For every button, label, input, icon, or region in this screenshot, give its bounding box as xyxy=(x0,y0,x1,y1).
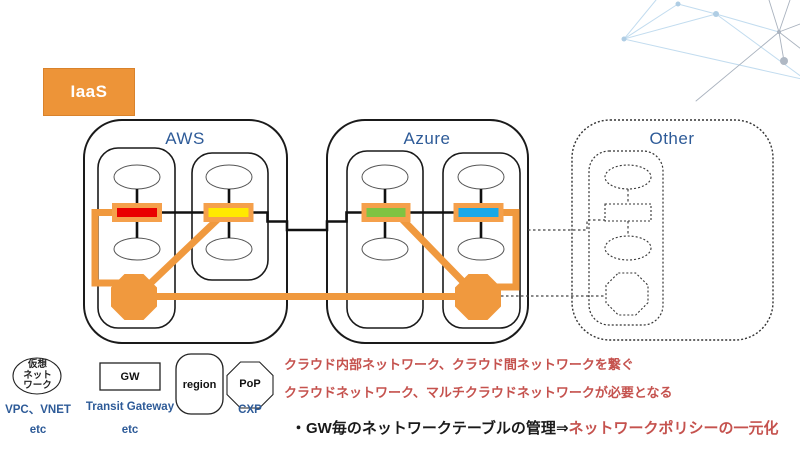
legend-vpc-etc-caption: etc xyxy=(29,424,47,436)
legend-pop-octagon xyxy=(226,361,274,409)
network-constellation-decoration xyxy=(621,0,800,102)
bullet-red-text: ネットワークポリシーの一元化 xyxy=(568,420,779,437)
aws-azure-link xyxy=(253,211,362,232)
aws-pop-octagon xyxy=(111,274,157,320)
legend-transit-caption: Transit Gateway xyxy=(85,401,175,413)
aws-label: AWS xyxy=(165,129,205,148)
legend-cxp-caption: CXP xyxy=(238,404,262,416)
legend-gw-rect xyxy=(99,362,161,391)
bullet-black-text: ・GW毎のネットワークテーブルの管理 xyxy=(291,420,556,437)
gateway-boxes xyxy=(112,203,504,222)
legend-region-rect xyxy=(175,353,224,415)
legend-gw-label: GW xyxy=(120,371,140,383)
iaas-title-box: IaaS xyxy=(43,68,135,116)
legend-virtual-network-label: 仮想 ネット ワーク xyxy=(23,359,52,391)
azure-label: Azure xyxy=(403,129,451,148)
aws-gw1-red xyxy=(112,203,162,222)
azure-pop-octagon xyxy=(455,274,501,320)
annotation-red-line-2: クラウドネットワーク、マルチクラウドネットワークが必要となる xyxy=(284,385,673,400)
dashed-links-to-other xyxy=(501,189,629,297)
legend-virtual-network-ellipse xyxy=(12,357,62,395)
constellation-nodes xyxy=(621,1,788,65)
aws-gw2-yellow xyxy=(203,203,254,222)
legend-transit-etc-caption: etc xyxy=(121,424,139,436)
arrow-right-double-icon: ⇒ xyxy=(555,420,569,437)
azure-gw2-to-pop-link xyxy=(486,209,520,291)
iaas-title-label: IaaS xyxy=(70,82,108,101)
aws-gw1-to-pop-link xyxy=(91,209,125,287)
legend-shapes xyxy=(12,353,274,415)
azure-gw2-blue xyxy=(453,203,504,222)
annotation-bullet-line: ・GW毎のネットワークテーブルの管理⇒ネットワークポリシーの一元化 xyxy=(291,419,779,439)
legend-region-label: region xyxy=(182,379,217,391)
orange-overlay-links xyxy=(91,209,520,300)
legend-pop-label: PoP xyxy=(239,378,261,390)
annotation-red-line-1: クラウド内部ネットワーク、クラウド間ネットワークを繋ぐ xyxy=(284,357,634,372)
other-pop-octagon xyxy=(605,272,649,316)
other-region-box xyxy=(588,150,664,326)
virtual-network-ellipses xyxy=(113,164,505,261)
other-label: Other xyxy=(649,129,695,148)
legend-vpc-vnet-caption: VPC、VNET xyxy=(5,404,71,416)
azure-gw1-green xyxy=(361,203,411,222)
